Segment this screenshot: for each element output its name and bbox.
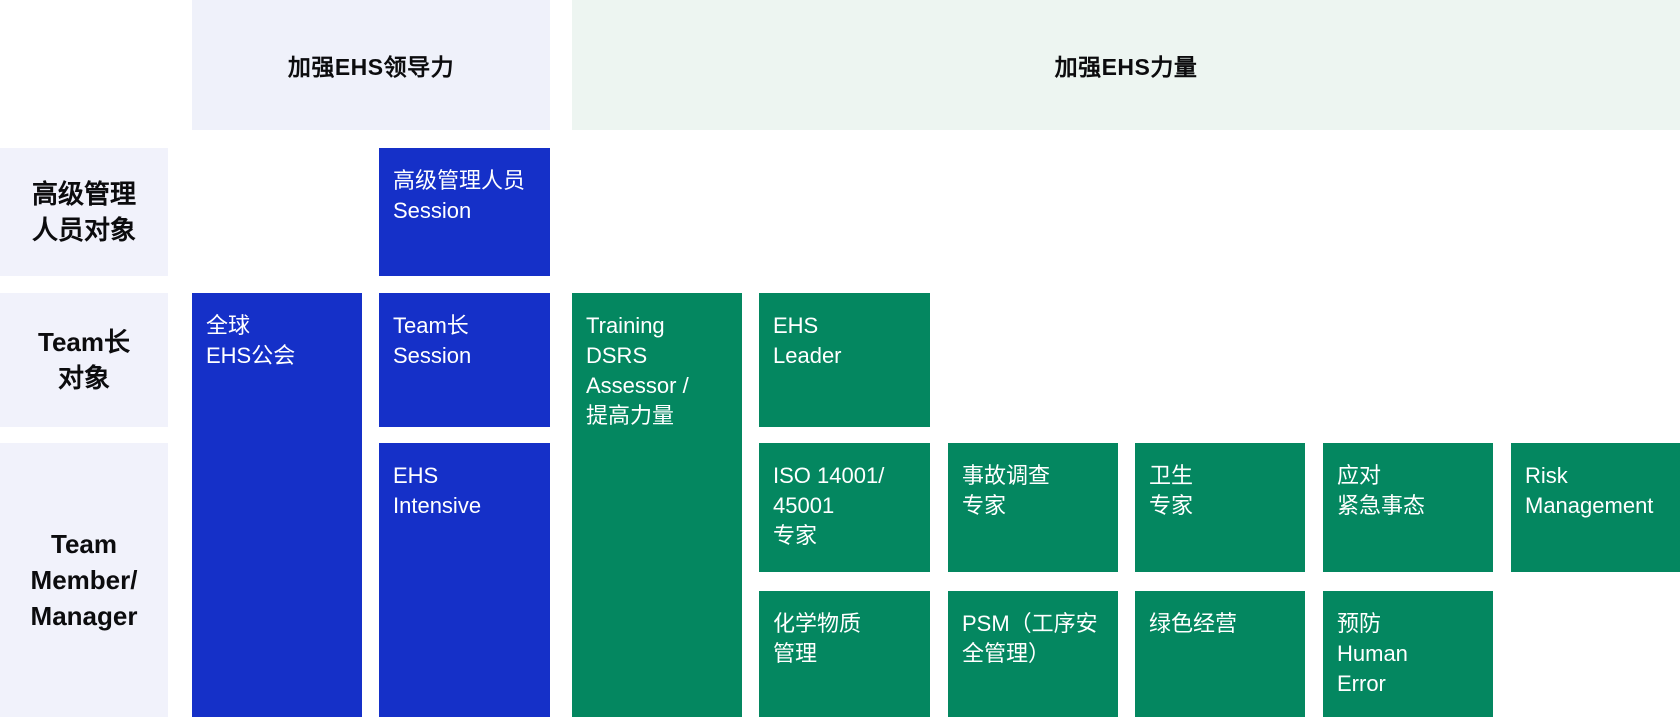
box-emergency-response: 应对 紧急事态 <box>1323 443 1493 572</box>
box-line: Intensive <box>393 493 482 518</box>
row-label-line: Member/ <box>30 565 138 595</box>
box-line: Error <box>1337 671 1386 696</box>
box-line: Assessor / <box>586 373 689 398</box>
box-line: 卫生 <box>1149 463 1194 488</box>
box-senior-management-session: 高级管理人员 Session <box>379 148 550 276</box>
box-line: EHS <box>393 463 439 488</box>
box-line: Leader <box>773 343 842 368</box>
box-ehs-intensive: EHS Intensive <box>379 443 550 717</box>
box-line: 应对 <box>1337 463 1382 488</box>
header-ehs-power-label: 加强EHS力量 <box>1054 54 1198 80</box>
box-line: EHS公会 <box>206 343 296 368</box>
box-line: 全管理） <box>962 641 1051 666</box>
box-psm-process-safety-management: PSM（工序安 全管理） <box>948 591 1118 717</box>
box-line: 事故调查 <box>962 463 1051 488</box>
box-line: 45001 <box>773 493 835 518</box>
row-label-line: Team长 <box>38 327 130 357</box>
box-line: 专家 <box>1149 493 1194 518</box>
header-ehs-power: 加强EHS力量 <box>572 0 1680 130</box>
box-line: DSRS <box>586 343 648 368</box>
box-line: 预防 <box>1337 611 1382 636</box>
box-line: Risk <box>1525 463 1568 488</box>
box-line: Session <box>393 343 472 368</box>
box-line: 管理 <box>773 641 818 666</box>
box-ehs-leader: EHS Leader <box>759 293 930 427</box>
box-chemical-substance-management: 化学物质 管理 <box>759 591 930 717</box>
box-line: 绿色经营 <box>1149 611 1238 636</box>
box-line: Management <box>1525 493 1654 518</box>
box-line: 提高力量 <box>586 403 675 428</box>
box-line: EHS <box>773 313 819 338</box>
box-hygiene-expert: 卫生 专家 <box>1135 443 1305 572</box>
box-global-ehs-council: 全球 EHS公会 <box>192 293 362 717</box>
box-line: Session <box>393 198 472 223</box>
box-line: Team长 <box>393 313 469 338</box>
box-iso-14001-45001-expert: ISO 14001/ 45001 专家 <box>759 443 930 572</box>
row-label-team-lead: Team长 对象 <box>0 293 168 427</box>
box-training-dsrs-assessor: Training DSRS Assessor / 提高力量 <box>572 293 742 717</box>
box-risk-management: Risk Management <box>1511 443 1680 572</box>
row-label-senior-management: 高级管理 人员对象 <box>0 148 168 276</box>
row-label-line: Manager <box>30 601 138 631</box>
box-green-management: 绿色经营 <box>1135 591 1305 717</box>
box-line: 专家 <box>962 493 1007 518</box>
box-prevent-human-error: 预防 Human Error <box>1323 591 1493 717</box>
row-label-line: 对象 <box>57 363 110 393</box>
row-label-team-member-manager: Team Member/ Manager <box>0 443 168 717</box>
box-line: Human <box>1337 641 1408 666</box>
row-label-line: Team <box>51 529 117 559</box>
box-line: 化学物质 <box>773 611 862 636</box>
box-incident-investigation-expert: 事故调查 专家 <box>948 443 1118 572</box>
box-line: 全球 <box>206 313 251 338</box>
header-ehs-leadership: 加强EHS领导力 <box>192 0 550 130</box>
box-line: 专家 <box>773 523 818 548</box>
row-label-line: 人员对象 <box>31 215 136 245</box>
box-line: PSM（工序安 <box>962 611 1098 636</box>
box-line: ISO 14001/ <box>773 463 885 488</box>
box-team-lead-session: Team长 Session <box>379 293 550 427</box>
header-ehs-leadership-label: 加强EHS领导力 <box>287 54 455 80</box>
box-line: 紧急事态 <box>1337 493 1426 518</box>
box-line: 高级管理人员 <box>393 168 526 193</box>
row-label-line: 高级管理 <box>31 179 136 209</box>
box-line: Training <box>586 313 665 338</box>
